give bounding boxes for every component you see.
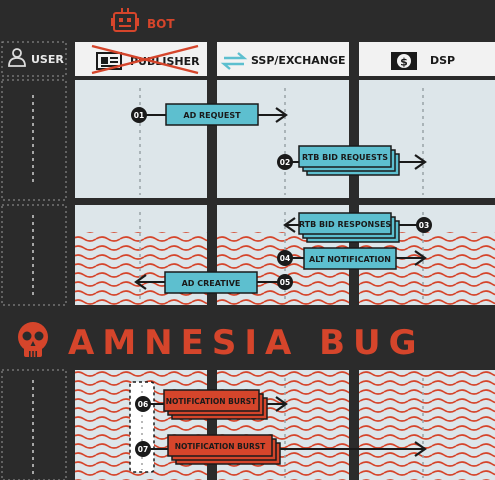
money-icon: $ bbox=[391, 52, 417, 70]
flow-panel-3 bbox=[75, 370, 495, 480]
amnesia-bug-banner: AMNESIA BUG bbox=[18, 322, 425, 363]
step-02-rtb-bid-requests: RTB BID REQUESTS 02 bbox=[277, 145, 427, 176]
step-07-label: NOTIFICATION BURST bbox=[175, 442, 266, 451]
dsp-header-label: DSP bbox=[430, 54, 455, 67]
user-icon bbox=[8, 48, 26, 67]
flow-panel-2 bbox=[75, 205, 495, 305]
step-02-label: RTB BID REQUESTS bbox=[302, 153, 388, 162]
bot-label: BOT bbox=[147, 17, 175, 31]
publisher-crossed-out-mark bbox=[91, 44, 199, 75]
step-04-alt-notification: ALT NOTIFICATION 04 bbox=[277, 247, 427, 270]
step-07-notification-burst: NOTIFICATION BURST 07 bbox=[135, 434, 427, 465]
step-02-number: 02 bbox=[280, 158, 290, 167]
step-04-label: ALT NOTIFICATION bbox=[309, 255, 391, 264]
flow-panel-1 bbox=[75, 80, 495, 198]
step-04-number: 04 bbox=[280, 254, 290, 263]
step-07-number: 07 bbox=[138, 445, 148, 454]
step-01-ad-request: AD REQUEST 01 bbox=[131, 103, 288, 126]
bot-icon bbox=[111, 8, 139, 32]
swap-arrows-icon bbox=[220, 52, 248, 70]
step-06-label: NOTIFICATION BURST bbox=[166, 397, 257, 406]
step-05-number: 05 bbox=[280, 278, 290, 287]
publisher-header: PUBLISHER bbox=[75, 42, 207, 76]
step-06-notification-burst: NOTIFICATION BURST 06 bbox=[135, 389, 288, 420]
bot-header: BOT bbox=[111, 8, 175, 32]
svg-text:$: $ bbox=[400, 56, 408, 69]
step-01-label: AD REQUEST bbox=[183, 111, 241, 120]
step-06-number: 06 bbox=[138, 400, 148, 409]
skull-icon bbox=[18, 322, 48, 357]
step-03-number: 03 bbox=[419, 221, 429, 230]
step-01-number: 01 bbox=[134, 111, 144, 120]
user-column-label: USER bbox=[31, 53, 64, 66]
ssp-header: SSP/EXCHANGE bbox=[217, 42, 349, 76]
dsp-header: $ DSP bbox=[359, 42, 495, 76]
step-05-ad-creative: AD CREATIVE 05 bbox=[134, 271, 293, 294]
banner-title: AMNESIA BUG bbox=[68, 323, 425, 363]
step-03-label: RTB BID RESPONSES bbox=[299, 220, 392, 229]
ssp-header-label: SSP/EXCHANGE bbox=[251, 54, 346, 67]
step-05-label: AD CREATIVE bbox=[182, 279, 241, 288]
bot-requests-bracket bbox=[129, 381, 155, 473]
user-column: USER bbox=[1, 41, 67, 480]
step-03-rtb-bid-responses: RTB BID RESPONSES 03 bbox=[283, 212, 432, 243]
